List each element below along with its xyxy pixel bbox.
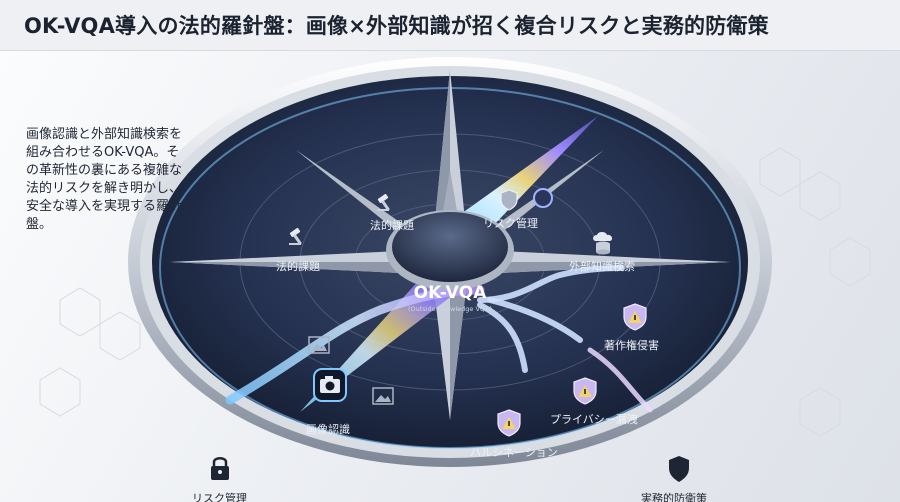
label-hallucination: ハルシネーション	[470, 446, 558, 459]
description: 画像認識と外部知識検索を 組み合わせるOK-VQA。そ の革新性の裏にある複雑な…	[26, 126, 226, 234]
label-defense: 実務的防衛策	[641, 492, 707, 502]
gavel-icon	[377, 193, 390, 211]
warning-shield-icon	[623, 303, 647, 331]
image-icon	[372, 387, 394, 405]
lock-icon	[211, 457, 229, 480]
hex-background	[39, 147, 871, 437]
shield-icon	[500, 189, 518, 211]
title-bar: OK-VQA導入の法的羅針盤：画像×外部知識が招く複合リスクと実務的防衛策	[0, 0, 900, 51]
camera-icon	[313, 368, 347, 402]
warning-shield-icon	[573, 377, 597, 405]
label-copyright: 著作権侵害	[604, 339, 659, 352]
label-image-recognition: 画像認識	[306, 423, 350, 436]
label-privacy: プライバシー漏洩	[550, 413, 638, 426]
label-legal-issue: 法的課題	[370, 219, 414, 232]
description-line: 法的リスクを解き明かし、	[26, 181, 183, 196]
compass-stage: 画像認識と外部知識検索を 組み合わせるOK-VQA。そ の革新性の裏にある複雑な…	[0, 51, 900, 502]
center-subtitle: (Outside Knowledge VQA)	[407, 305, 493, 313]
warning-shield-icon	[497, 409, 521, 437]
compass-graphic	[39, 57, 871, 467]
description-line: 盤。	[26, 217, 53, 232]
description-line: 組み合わせるOK-VQA。そ	[26, 145, 180, 160]
defense-shield-icon	[669, 456, 689, 482]
center-title: OK-VQA	[413, 283, 487, 303]
description-line: 画像認識と外部知識検索を	[26, 127, 183, 142]
label-risk-management: リスク管理	[192, 492, 247, 502]
description-line: 安全な導入を実現する羅針	[26, 199, 183, 214]
page-title: OK-VQA導入の法的羅針盤：画像×外部知識が招く複合リスクと実務的防衛策	[24, 14, 769, 38]
center-hub	[392, 212, 508, 282]
label-external-search: 外部知識検索	[569, 260, 635, 273]
image-icon	[308, 336, 330, 354]
label-risk-management: リスク管理	[483, 217, 538, 230]
risk-paths	[225, 265, 653, 413]
database-cloud-icon	[593, 232, 613, 255]
description-line: の革新性の裏にある複雑な	[26, 163, 183, 178]
gavel-icon	[289, 227, 302, 245]
label-legal-issue: 法的課題	[276, 260, 320, 273]
